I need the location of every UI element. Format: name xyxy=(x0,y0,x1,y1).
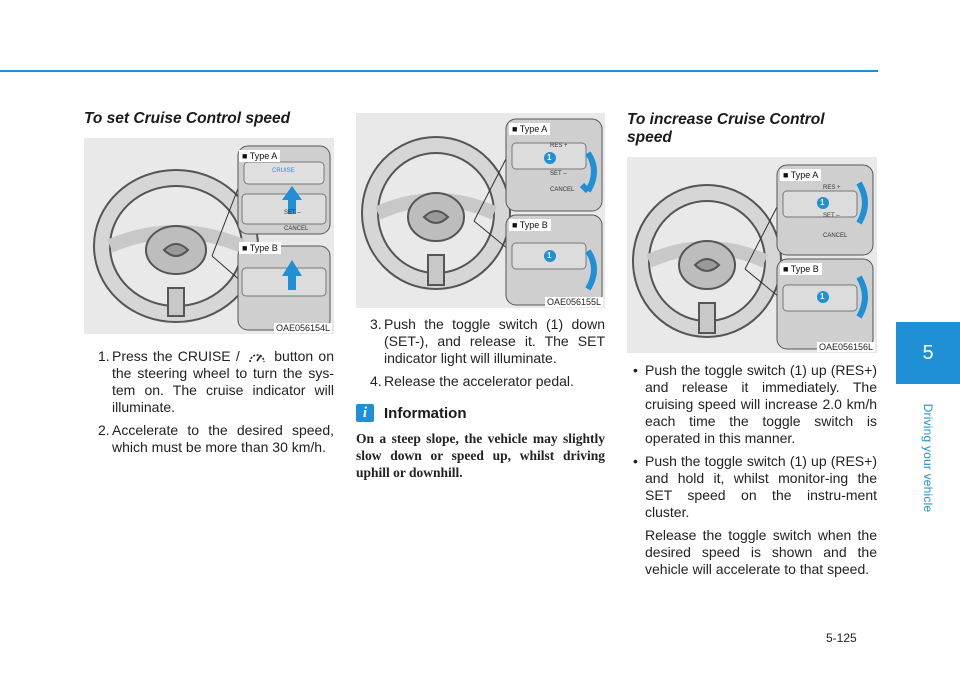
increase-speed-bullets: • Push the toggle switch (1) up (RES+) a… xyxy=(627,362,877,578)
information-title: Information xyxy=(384,404,467,422)
information-body: On a steep slope, the vehicle may slight… xyxy=(356,431,605,480)
figure-label-type-b: ■ Type B xyxy=(780,263,822,275)
figure-res-text: RES + xyxy=(550,143,568,149)
cruise-speedometer-icon xyxy=(249,354,265,363)
step-1-number: 1. xyxy=(98,348,110,364)
step-1: 1. Press the CRUISE / button on the stee… xyxy=(84,348,334,416)
figure-label-type-b: ■ Type B xyxy=(239,242,281,254)
figure-label-type-a: ■ Type A xyxy=(239,150,281,162)
information-box: i Information On a steep slope, the vehi… xyxy=(356,404,605,481)
step-1-text-after: button on the steering wheel to turn the… xyxy=(112,348,334,416)
step-2: 2. Accelerate to the desired speed, whic… xyxy=(84,422,334,456)
figure-set-text: SET – xyxy=(823,213,840,219)
information-icon: i xyxy=(356,404,374,422)
figure-label-type-a: ■ Type A xyxy=(509,123,551,135)
figure-code: OAE056156L xyxy=(816,342,875,352)
section-title-vertical: Driving your vehicle xyxy=(886,390,960,525)
bullet-2-continuation: Release the toggle switch when the desir… xyxy=(645,527,877,577)
section-title: Driving your vehicle xyxy=(921,403,935,512)
figure-label-type-b: ■ Type B xyxy=(509,219,551,231)
figure-increase-speed: ■ Type A ■ Type B 1 1 RES + SET – CANCEL… xyxy=(627,157,877,353)
top-rule xyxy=(0,70,878,72)
figure-callout-1: 1 xyxy=(820,198,825,207)
section-number: 5 xyxy=(922,341,934,364)
bullet-dot: • xyxy=(633,362,638,378)
figure-set-minus: ■ Type A ■ Type B 1 1 RES + SET – CANCEL… xyxy=(356,113,605,308)
step-4: 4. Release the accelerator pedal. xyxy=(356,373,605,390)
information-header: i Information xyxy=(356,404,605,422)
figure-cruise-text: CRUISE xyxy=(272,168,295,174)
step-2-text: Accelerate to the desired speed, which m… xyxy=(112,422,334,456)
step-3-text: Push the toggle switch (1) down (SET-), … xyxy=(384,316,605,366)
heading-set-speed: To set Cruise Control speed xyxy=(84,110,291,127)
figure-cancel-text: CANCEL xyxy=(550,187,575,193)
step-4-number: 4. xyxy=(370,373,382,389)
bullet-1-text: Push the toggle switch (1) up (RES+) and… xyxy=(645,362,877,446)
steering-wheel-illustration-3 xyxy=(632,164,874,350)
figure-set-speed: ■ Type A ■ Type B CRUISE SET – CANCEL OA… xyxy=(84,138,334,334)
figure-cancel-text: CANCEL xyxy=(284,226,309,232)
heading-increase-line-2: speed xyxy=(627,129,672,146)
bullet-1: • Push the toggle switch (1) up (RES+) a… xyxy=(627,362,877,447)
figure-callout-1b: 1 xyxy=(547,251,552,260)
step-1-text-before: Press the CRUISE / xyxy=(112,348,246,364)
set-speed-steps: 1. Press the CRUISE / button on the stee… xyxy=(84,348,334,462)
figure-cancel-text: CANCEL xyxy=(823,233,848,239)
figure-label-type-a: ■ Type A xyxy=(780,169,822,181)
figure-res-text: RES + xyxy=(823,185,841,191)
step-3-number: 3. xyxy=(370,316,382,332)
bullet-2: • Push the toggle switch (1) up (RES+) a… xyxy=(627,453,877,521)
steering-wheel-illustration-2 xyxy=(361,118,603,306)
bullet-2-text: Push the toggle switch (1) up (RES+) and… xyxy=(645,453,877,520)
set-minus-steps: 3. Push the toggle switch (1) down (SET-… xyxy=(356,316,605,396)
steering-wheel-illustration xyxy=(93,145,331,331)
step-2-number: 2. xyxy=(98,422,110,439)
heading-increase-speed: To increase Cruise Control speed xyxy=(627,111,877,147)
figure-set-text: SET – xyxy=(284,210,301,216)
figure-code: OAE056155L xyxy=(544,297,603,307)
figure-callout-1: 1 xyxy=(547,153,552,162)
heading-increase-line-1: To increase Cruise Control xyxy=(627,111,825,128)
step-3: 3. Push the toggle switch (1) down (SET-… xyxy=(356,316,605,367)
section-tab: 5 xyxy=(896,322,960,384)
figure-code: OAE056154L xyxy=(273,323,332,333)
bullet-dot: • xyxy=(633,453,638,469)
left-column: To set Cruise Control speed xyxy=(84,110,334,128)
figure-set-text: SET – xyxy=(550,171,567,177)
figure-callout-1b: 1 xyxy=(820,292,825,301)
step-4-text: Release the accelerator pedal. xyxy=(384,373,574,389)
page-number: 5-125 xyxy=(826,631,857,645)
